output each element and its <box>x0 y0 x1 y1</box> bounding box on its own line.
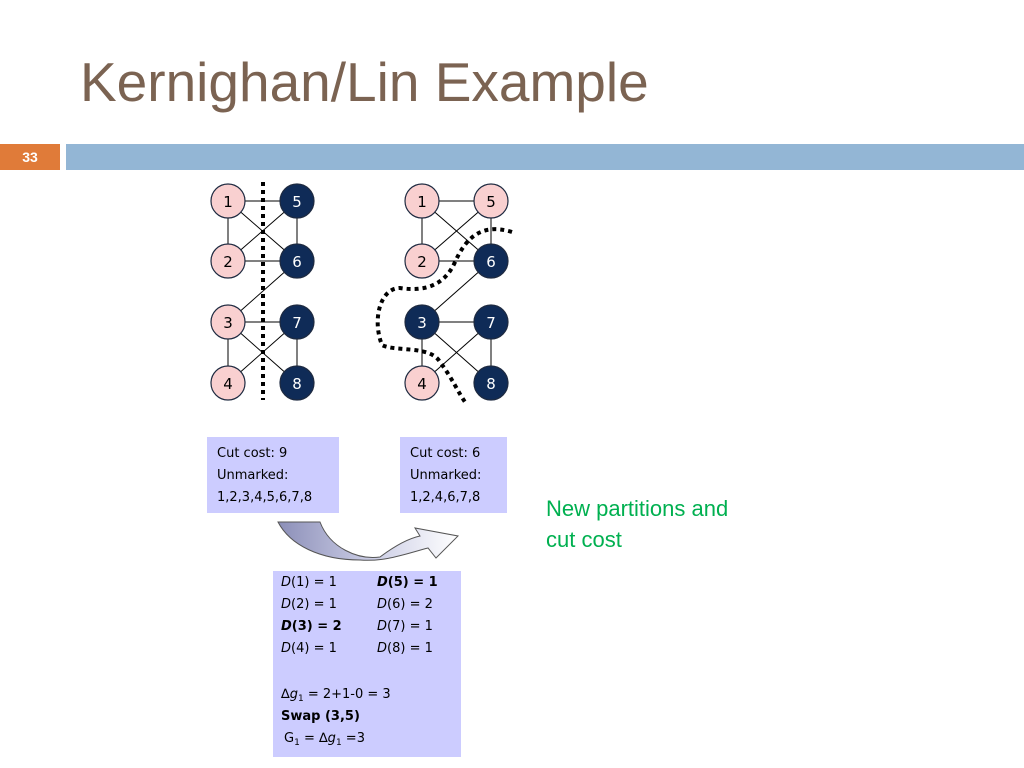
left-cut-cost: Cut cost: 9 <box>217 446 288 461</box>
right-unmarked-label: Unmarked: <box>410 468 482 483</box>
d2-line: D(2) = 1 <box>281 597 337 612</box>
partition-note-line1: New partitions and <box>546 496 729 521</box>
left-node-6: 6 <box>279 243 315 279</box>
svg-text:3: 3 <box>417 314 427 332</box>
total-gain-line: G1 = ∆g1 =3 <box>284 731 365 748</box>
right-unmarked-values: 1,2,4,6,7,8 <box>410 490 481 505</box>
left-node-4: 4 <box>210 365 246 401</box>
right-cut-curve <box>375 227 513 404</box>
svg-text:6: 6 <box>292 253 302 271</box>
svg-text:5: 5 <box>292 193 302 211</box>
right-node-2: 2 <box>404 243 440 279</box>
left-node-5: 5 <box>279 183 315 219</box>
left-node-1: 1 <box>210 183 246 219</box>
d7-line: D(7) = 1 <box>377 619 433 634</box>
d-values-box: D(1) = 1 D(2) = 1 D(3) = 2 D(4) = 1 D(5)… <box>273 571 461 757</box>
right-node-5: 5 <box>473 183 509 219</box>
svg-text:4: 4 <box>223 375 233 393</box>
left-node-3: 3 <box>210 304 246 340</box>
d6-line: D(6) = 2 <box>377 597 433 612</box>
d4-line: D(4) = 1 <box>281 641 337 656</box>
right-cut-box: Cut cost: 6 Unmarked: 1,2,4,6,7,8 <box>400 437 507 513</box>
svg-text:8: 8 <box>292 375 302 393</box>
header-band <box>66 144 1024 170</box>
left-cut-box: Cut cost: 9 Unmarked: 1,2,3,4,5,6,7,8 <box>207 437 339 513</box>
svg-text:2: 2 <box>223 253 233 271</box>
svg-text:3: 3 <box>223 314 233 332</box>
right-node-8: 8 <box>473 365 509 401</box>
partition-note: New partitions and cut cost <box>546 493 728 555</box>
left-node-7: 7 <box>279 304 315 340</box>
svg-text:7: 7 <box>486 314 496 332</box>
right-node-6: 6 <box>473 243 509 279</box>
svg-text:1: 1 <box>223 193 233 211</box>
right-cut-cost: Cut cost: 6 <box>410 446 481 461</box>
svg-text:6: 6 <box>486 253 496 271</box>
svg-text:8: 8 <box>486 375 496 393</box>
right-node-3: 3 <box>404 304 440 340</box>
svg-text:2: 2 <box>417 253 427 271</box>
left-node-8: 8 <box>279 365 315 401</box>
partition-note-line2: cut cost <box>546 527 622 552</box>
curved-arrow <box>277 521 460 561</box>
svg-text:4: 4 <box>417 375 427 393</box>
right-node-4: 4 <box>404 365 440 401</box>
svg-text:5: 5 <box>486 193 496 211</box>
d5-line: D(5) = 1 <box>377 575 438 590</box>
gain-line: ∆g1 = 2+1-0 = 3 <box>281 687 391 704</box>
right-node-1: 1 <box>404 183 440 219</box>
swap-line: Swap (3,5) <box>281 709 360 724</box>
d3-line: D(3) = 2 <box>281 619 342 634</box>
left-unmarked-values: 1,2,3,4,5,6,7,8 <box>217 490 313 505</box>
left-graph-edges <box>227 200 298 384</box>
slide-title: Kernighan/Lin Example <box>80 51 649 113</box>
left-unmarked-label: Unmarked: <box>217 468 289 483</box>
slide-number: 33 <box>0 144 60 170</box>
d8-line: D(8) = 1 <box>377 641 433 656</box>
svg-text:7: 7 <box>292 314 302 332</box>
svg-text:1: 1 <box>417 193 427 211</box>
right-node-7: 7 <box>473 304 509 340</box>
d1-line: D(1) = 1 <box>281 575 337 590</box>
left-node-2: 2 <box>210 243 246 279</box>
